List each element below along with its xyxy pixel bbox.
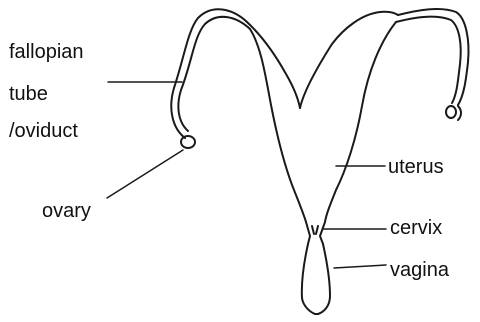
vagina-left [302,244,315,314]
ovary-leader-line [107,150,183,198]
ovary-label: ovary [42,201,91,221]
vagina-right [318,244,330,314]
cervix-detail [312,226,318,234]
fallopian-label-line3: /oviduct [9,121,78,141]
left-ovary [181,136,195,148]
uterus-left-wall [247,22,300,108]
fallopian-label-line1: fallopian [9,42,84,62]
left-fallopian-tube-outer [171,9,247,138]
fallopian-label-line2: tube [9,84,48,104]
vagina-label: vagina [390,260,449,280]
uterus-label: uterus [388,157,444,177]
right-fallopian-tube-outer [398,9,469,105]
vagina-leader-line [334,265,386,268]
right-ovary-detail [458,106,461,120]
cervix-right [320,222,325,244]
right-ovary [446,106,456,118]
cervix-left [306,222,310,244]
uterus-fundus [300,12,398,108]
cervix-label: cervix [390,218,442,238]
right-fallopian-tube-inner [396,17,461,103]
uterus-body-right [325,22,396,222]
uterus-body-left [250,29,306,222]
